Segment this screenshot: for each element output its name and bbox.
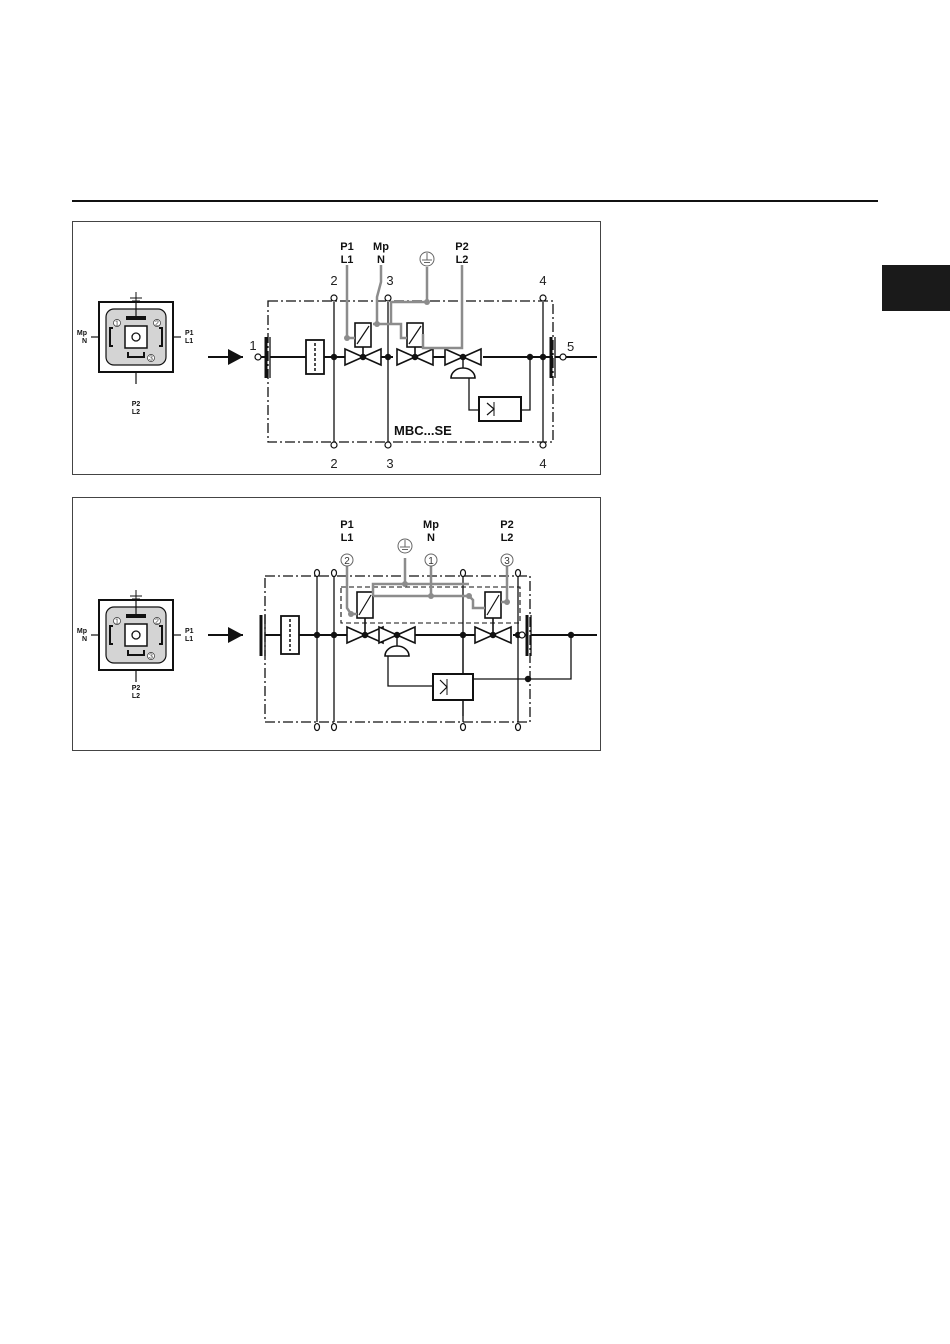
- connector-label-mp: Mp: [77, 330, 87, 337]
- ground-icon: [130, 292, 142, 302]
- wire-label-p1: P1: [340, 241, 353, 253]
- wire-label-p1: P1: [340, 519, 353, 531]
- port-label-2-bottom: 2: [330, 456, 337, 471]
- wire-pin-1: 1: [428, 556, 434, 567]
- diagram-panel-1: 1 2 3 Mp N P1 L1 P2 L2 1: [72, 221, 601, 475]
- valve-2-regulator: [379, 627, 415, 656]
- diagram-panel-2: 1 2 3 Mp N P1 L1 P2 L2: [72, 497, 601, 751]
- signal-wiring-1: [334, 265, 462, 348]
- wire-label-p2: P2: [455, 241, 468, 253]
- connector-label-l1: L1: [185, 338, 193, 345]
- wire-pin-3: 3: [504, 556, 510, 567]
- section-tab: [882, 265, 950, 311]
- connector-label-l2: L2: [132, 409, 140, 416]
- port-label-4-top: 4: [539, 273, 546, 288]
- diagram-2-svg: 1 2 3 Mp N P1 L1 P2 L2: [73, 498, 600, 750]
- connector-pin-2: 2: [155, 619, 159, 626]
- connector-pin-3: 3: [149, 356, 153, 363]
- valve-3-regulator: [445, 349, 481, 378]
- connector-plug-2: 1 2 3 Mp N P1 L1 P2 L2: [77, 590, 194, 700]
- solenoid-coil-2: [485, 592, 501, 632]
- port-label-2-top: 2: [330, 273, 337, 288]
- solenoid-coil-1: [355, 323, 371, 354]
- wire-label-mp: Mp: [373, 241, 389, 253]
- connector-label-mp: Mp: [77, 628, 87, 635]
- connector-label-l2: L2: [132, 693, 140, 700]
- port-label-5: 5: [567, 339, 574, 354]
- connector-label-n: N: [82, 636, 87, 643]
- connector-label-l1: L1: [185, 636, 193, 643]
- ground-icon: [130, 590, 142, 600]
- port-label-4-bottom: 4: [539, 456, 546, 471]
- wire-label-l1: L1: [341, 254, 354, 266]
- diagram-1-svg: 1 2 3 Mp N P1 L1 P2 L2 1: [73, 222, 600, 474]
- solenoid-coil-2: [407, 323, 423, 354]
- ground-icon: [420, 252, 434, 266]
- model-label: MBC...SE: [394, 423, 452, 438]
- wire-label-mp: Mp: [423, 519, 439, 531]
- flow-inlet-arrow: [208, 627, 243, 643]
- port-label-1: 1: [249, 338, 256, 353]
- flow-inlet-arrow: [208, 349, 243, 365]
- solenoid-coil-1: [357, 592, 373, 632]
- pressure-regulator-box: [479, 397, 521, 421]
- ground-icon: [398, 539, 412, 553]
- connector-pin-1: 1: [115, 321, 119, 328]
- wire-label-n: N: [427, 532, 435, 544]
- wire-label-l2: L2: [456, 254, 469, 266]
- wire-label-l1: L1: [341, 532, 354, 544]
- connector-label-n: N: [82, 338, 87, 345]
- wire-label-l2: L2: [501, 532, 514, 544]
- wire-pin-2: 2: [344, 556, 350, 567]
- pressure-regulator-box: [433, 674, 473, 700]
- connector-pin-3: 3: [149, 654, 153, 661]
- top-rule: [72, 200, 878, 202]
- wire-label-p2: P2: [500, 519, 513, 531]
- port-label-3-bottom: 3: [386, 456, 393, 471]
- connector-label-p1: P1: [185, 628, 194, 635]
- connector-plug-1: 1 2 3 Mp N P1 L1 P2 L2: [77, 292, 194, 416]
- wire-label-n: N: [377, 254, 385, 266]
- connector-pin-1: 1: [115, 619, 119, 626]
- connector-label-p2: P2: [132, 685, 141, 692]
- connector-label-p2: P2: [132, 401, 141, 408]
- connector-pin-2: 2: [155, 321, 159, 328]
- connector-label-p1: P1: [185, 330, 194, 337]
- port-label-3-top: 3: [386, 273, 393, 288]
